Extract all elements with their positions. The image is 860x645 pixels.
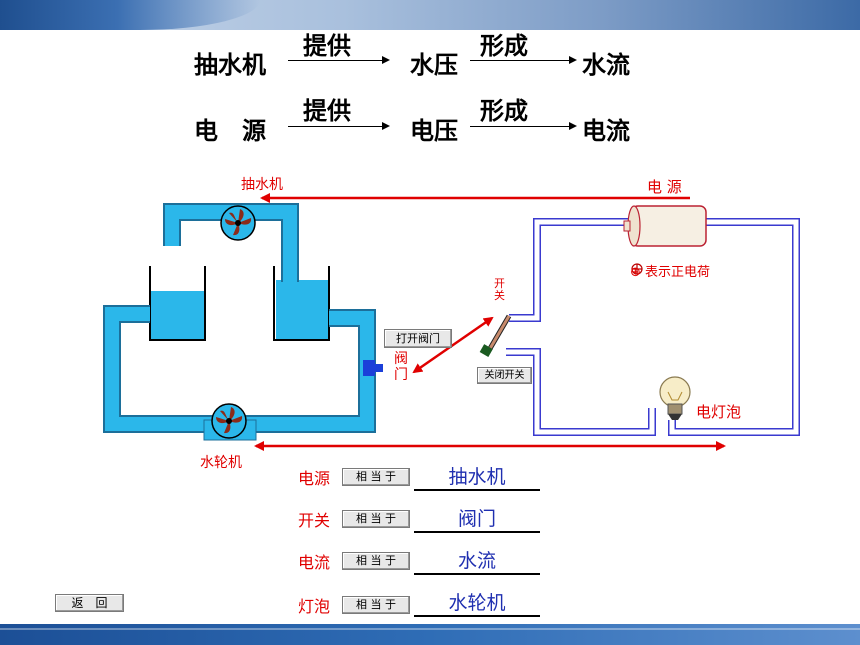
quiz-label: 灯泡 [298,597,331,616]
valve-label: 阀 门 [394,351,408,383]
quiz-answer: 阀门 [414,507,540,533]
verb-provide: 提供 [303,97,351,125]
charge-legend: ⊕ 表示正电荷 [630,265,711,280]
top-banner [0,0,860,30]
turbine-label: 水轮机 [200,455,242,471]
term-pump: 抽水机 [194,51,266,79]
equivalent-button[interactable]: 相 当 于 [342,596,410,614]
term-voltage: 电压 [410,117,458,145]
quiz-answer: 水轮机 [414,591,540,617]
arrow-2 [470,56,577,64]
arrow-3 [288,122,390,130]
equivalent-button[interactable]: 相 当 于 [342,552,410,570]
arrow-1 [288,56,390,64]
quiz-label: 电流 [298,553,331,572]
term-water-flow: 水流 [582,51,630,79]
banner-line [0,628,860,630]
electric-circuit [479,205,800,436]
power-source-label: 电 源 [647,178,682,196]
bottom-banner [0,624,860,645]
term-water-pressure: 水压 [410,51,458,79]
term-current: 电流 [582,117,630,145]
water-system [103,203,383,441]
quiz-answer: 抽水机 [414,465,540,491]
quiz-label: 开关 [298,511,331,530]
verb-provide: 提供 [303,32,351,60]
equivalent-button[interactable]: 相 当 于 [342,468,410,486]
open-valve-button[interactable]: 打开阀门 [384,329,452,348]
verb-form: 形成 [480,97,528,125]
quiz-label: 电源 [298,469,331,488]
quiz-answer: 水流 [414,549,540,575]
arrow-4 [470,122,577,130]
close-switch-button[interactable]: 关闭开关 [477,367,532,384]
term-power-source: 电 源 [194,117,266,145]
switch-label: 开 关 [494,277,505,302]
equivalent-button[interactable]: 相 当 于 [342,510,410,528]
bulb-label: 电灯泡 [696,403,742,421]
pump-label: 抽水机 [241,177,283,193]
verb-form: 形成 [480,32,528,60]
back-button[interactable]: 返 回 [55,594,124,612]
analogy-arrows [254,193,726,451]
